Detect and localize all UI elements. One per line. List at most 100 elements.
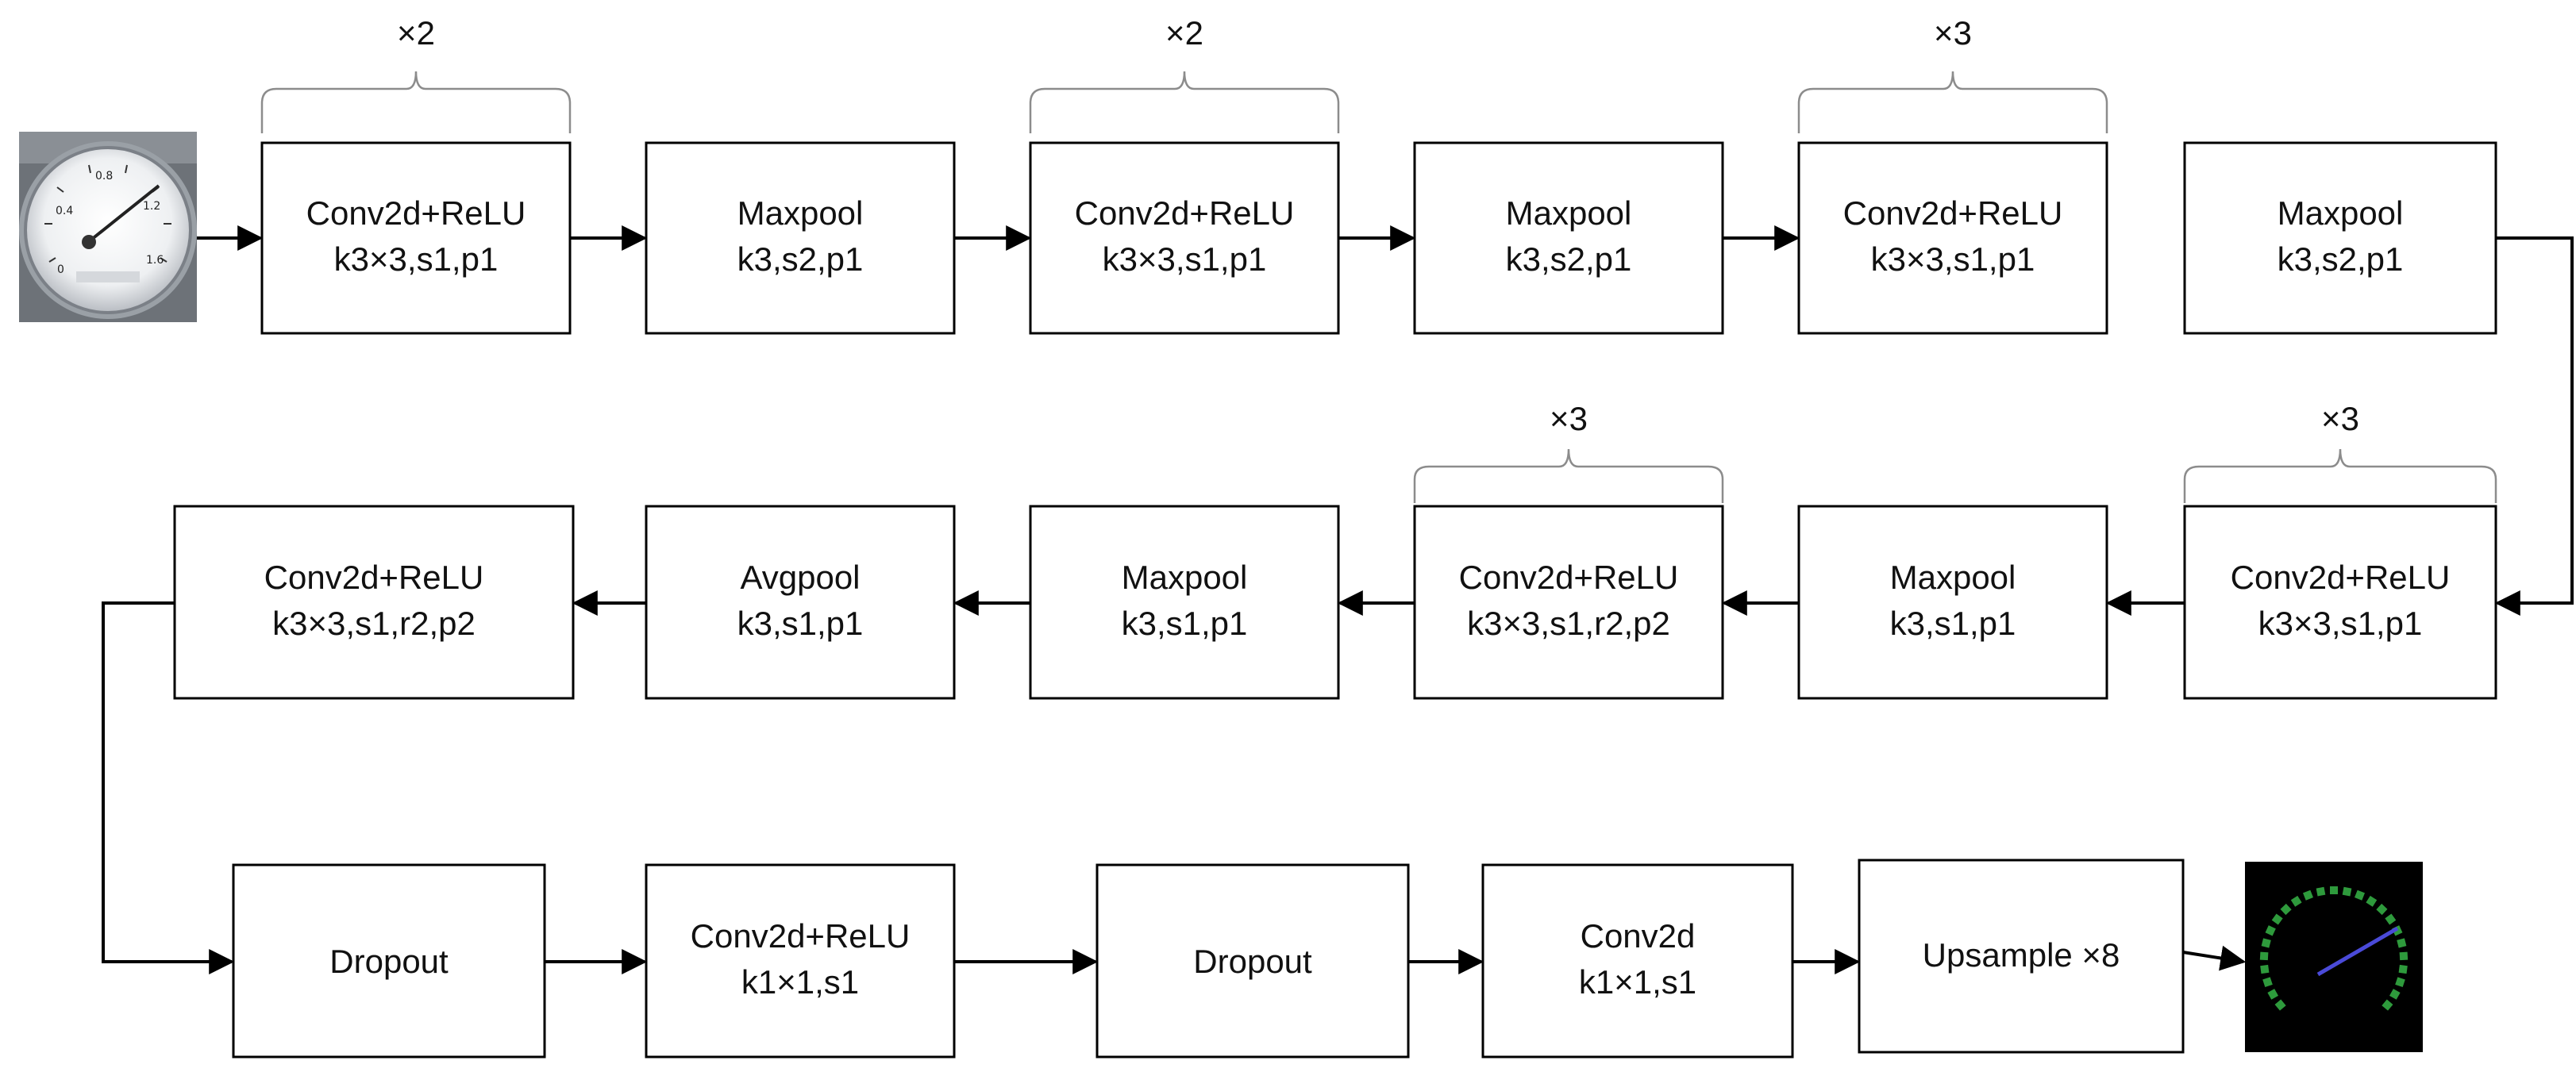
svg-text:1.2: 1.2 [143,200,160,213]
block-maxpool-4: Maxpool k3,s1,p1 [1797,505,2108,700]
repeat-brace-r7: ×3 [2183,400,2497,503]
output-dial-dot [2265,925,2276,936]
block-title: Conv2d+ReLU [2231,559,2451,596]
repeat-brace-r9: ×3 [1413,400,1724,503]
block-conv2d-relu-3: Conv2d+ReLU k3×3,s1,p1 [1797,141,2108,335]
block-conv2d-relu-1x1: Conv2d+ReLU k1×1,s1 [645,863,956,1059]
arrow [2182,945,2247,971]
connectors [102,225,2574,974]
block-title: Avgpool [740,559,860,596]
block-params: k3×3,s1,r2,p2 [272,605,476,642]
block-params: k3×3,s1,p1 [1103,240,1267,278]
block-avgpool: Avgpool k3,s1,p1 [645,505,956,700]
block-box [1029,141,1340,335]
block-params: k3,s2,p1 [1506,240,1632,278]
block-params: k3,s1,p1 [1122,605,1248,642]
output-segmentation-image [2245,862,2423,1052]
output-needle [2316,926,2399,977]
output-dial-dot [2290,895,2302,907]
repeat-brace-r1: ×2 [260,14,572,133]
block-box [1797,141,2108,335]
block-box [1481,863,1794,1059]
output-dial-dot [2280,903,2292,916]
block-box [1413,505,1724,700]
svg-text:1.6: 1.6 [146,254,164,267]
block-title: Conv2d+ReLU [264,559,484,596]
block-params: k3,s2,p1 [2278,240,2404,278]
output-dial-dot [2385,913,2397,925]
block-box [1095,863,1410,1059]
repeat-label: ×2 [1165,14,1203,52]
block-title: Upsample ×8 [1923,936,2120,974]
svg-text:0.8: 0.8 [95,170,113,183]
output-dial-dot [2389,989,2401,1000]
input-gauge-image: 0 0.4 0.8 1.2 1.6 [19,132,197,322]
repeat-brace-r5: ×3 [1797,14,2108,133]
block-conv2d-relu-dilated-2: Conv2d+ReLU k3×3,s1,r2,p2 [173,505,575,700]
output-dial-dot [2342,886,2352,897]
block-box [1858,859,2185,1054]
block-dropout-2: Dropout [1095,863,1410,1059]
block-params: k3×3,s1,r2,p2 [1467,605,1670,642]
block-box [1029,505,1340,700]
block-dropout-1: Dropout [232,863,546,1059]
block-params: k1×1,s1 [741,963,859,1001]
block-maxpool-5: Maxpool k3,s1,p1 [1029,505,1340,700]
block-conv2d-relu-dilated-1: Conv2d+ReLU k3×3,s1,r2,p2 [1413,505,1724,700]
output-dial-dot [2316,886,2326,897]
block-maxpool-2: Maxpool k3,s2,p1 [1413,141,1724,335]
block-title: Conv2d+ReLU [1843,194,2063,232]
arrow-wrap-right [2494,236,2574,616]
block-conv2d-relu-2: Conv2d+ReLU k3×3,s1,p1 [1029,141,1340,335]
output-dial-dot [2382,999,2393,1011]
output-dial-dot [2330,886,2338,894]
block-box [645,505,956,700]
svg-text:0: 0 [57,263,64,276]
repeat-label: ×3 [2321,400,2359,437]
block-title: Conv2d+ReLU [306,194,526,232]
output-dial-dots [2259,886,2409,1011]
block-title: Conv2d+ReLU [691,917,911,955]
block-maxpool-3: Maxpool k3,s2,p1 [2183,141,2497,335]
block-box [645,141,956,335]
repeat-label: ×2 [397,14,435,52]
output-dial-dot [2397,938,2407,948]
block-title: Maxpool [1122,559,1248,596]
block-title: Maxpool [1506,194,1632,232]
block-title: Conv2d+ReLU [1459,559,1679,596]
block-params: k3,s1,p1 [1890,605,2016,642]
block-title: Conv2d+ReLU [1075,194,1295,232]
block-box [645,863,956,1059]
output-dial-dot [2303,889,2313,901]
output-dial-dot [2259,951,2269,961]
block-conv2d-relu-1: Conv2d+ReLU k3×3,s1,p1 [260,141,572,335]
block-box [2183,141,2497,335]
block-conv2d-1x1: Conv2d k1×1,s1 [1481,863,1794,1059]
block-title: Maxpool [2278,194,2404,232]
block-box [173,505,575,700]
block-box [2183,505,2497,700]
block-conv2d-relu-4: Conv2d+ReLU k3×3,s1,p1 [2183,505,2497,700]
output-dial-dot [2261,938,2271,948]
output-dial-dot [2271,913,2283,925]
block-title: Conv2d [1581,917,1696,955]
repeat-label: ×3 [1550,400,1588,437]
output-dial-dot [2376,903,2388,916]
block-params: k3,s2,p1 [737,240,864,278]
block-title: Maxpool [1890,559,2016,596]
output-dial-dot [2262,977,2273,988]
block-maxpool-1: Maxpool k3,s2,p1 [645,141,956,335]
output-dial-dot [2355,889,2365,901]
output-dial-dot [2398,964,2408,974]
block-params: k3×3,s1,p1 [2258,605,2423,642]
output-dial-dot [2395,977,2405,988]
output-dial-dot [2399,951,2409,961]
repeat-label: ×3 [1934,14,1972,52]
output-dial-dot [2267,989,2279,1000]
block-params: k1×1,s1 [1579,963,1696,1001]
block-params: k3×3,s1,p1 [334,240,499,278]
block-box [260,141,572,335]
arrow-wrap-left [102,601,235,974]
output-dial-dot [2366,895,2378,907]
